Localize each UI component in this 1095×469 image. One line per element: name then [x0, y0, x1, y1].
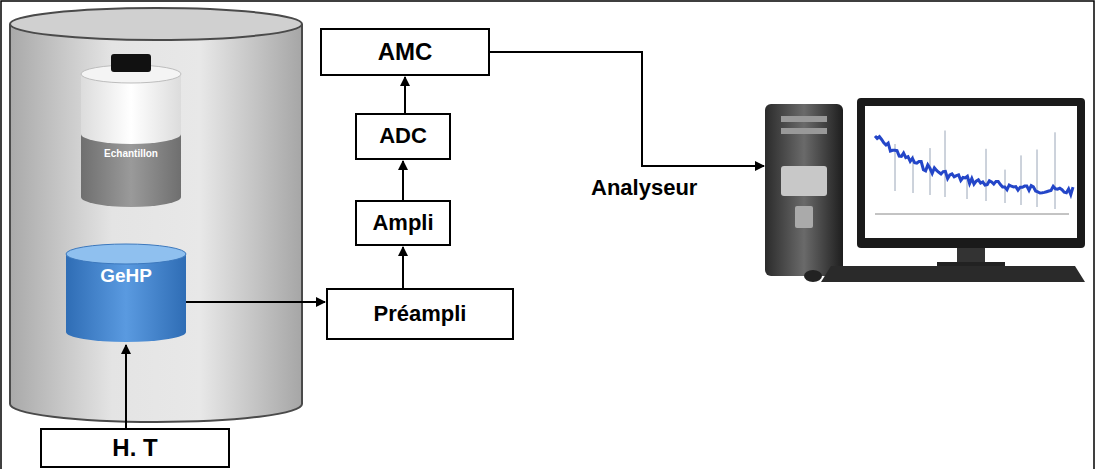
process-box: Préampli [326, 288, 514, 340]
spectrum-plot [875, 131, 1073, 215]
signal-arrow [186, 301, 325, 303]
box-label: H. T [112, 435, 157, 461]
monitor [857, 98, 1085, 268]
sample-container [75, 52, 187, 210]
box-label: ADC [379, 124, 427, 148]
shield-housing [10, 8, 302, 422]
signal-arrow [404, 77, 406, 113]
signal-arrow [402, 247, 404, 288]
node-label: Echantillon [75, 148, 187, 159]
box-label: AMC [378, 39, 433, 65]
box-label: Ampli [372, 211, 433, 235]
detector-node: GeHP [64, 242, 188, 344]
keyboard [804, 266, 1085, 282]
process-box: AMC [320, 28, 490, 76]
signal-arrow [490, 52, 764, 166]
analyser-computer: Analyseur [585, 96, 1090, 288]
sample-node: Echantillon [75, 52, 187, 210]
node-label: GeHP [64, 266, 188, 287]
signal-arrow [402, 161, 404, 200]
detector-crystal [64, 242, 188, 344]
process-box: ADC [355, 113, 451, 160]
box-label: Préampli [374, 302, 467, 326]
signal-arrow [125, 345, 127, 428]
node-label: Analyseur [591, 176, 697, 200]
process-box: H. T [40, 428, 230, 468]
computer-tower [765, 104, 843, 276]
process-box: Ampli [355, 200, 451, 246]
